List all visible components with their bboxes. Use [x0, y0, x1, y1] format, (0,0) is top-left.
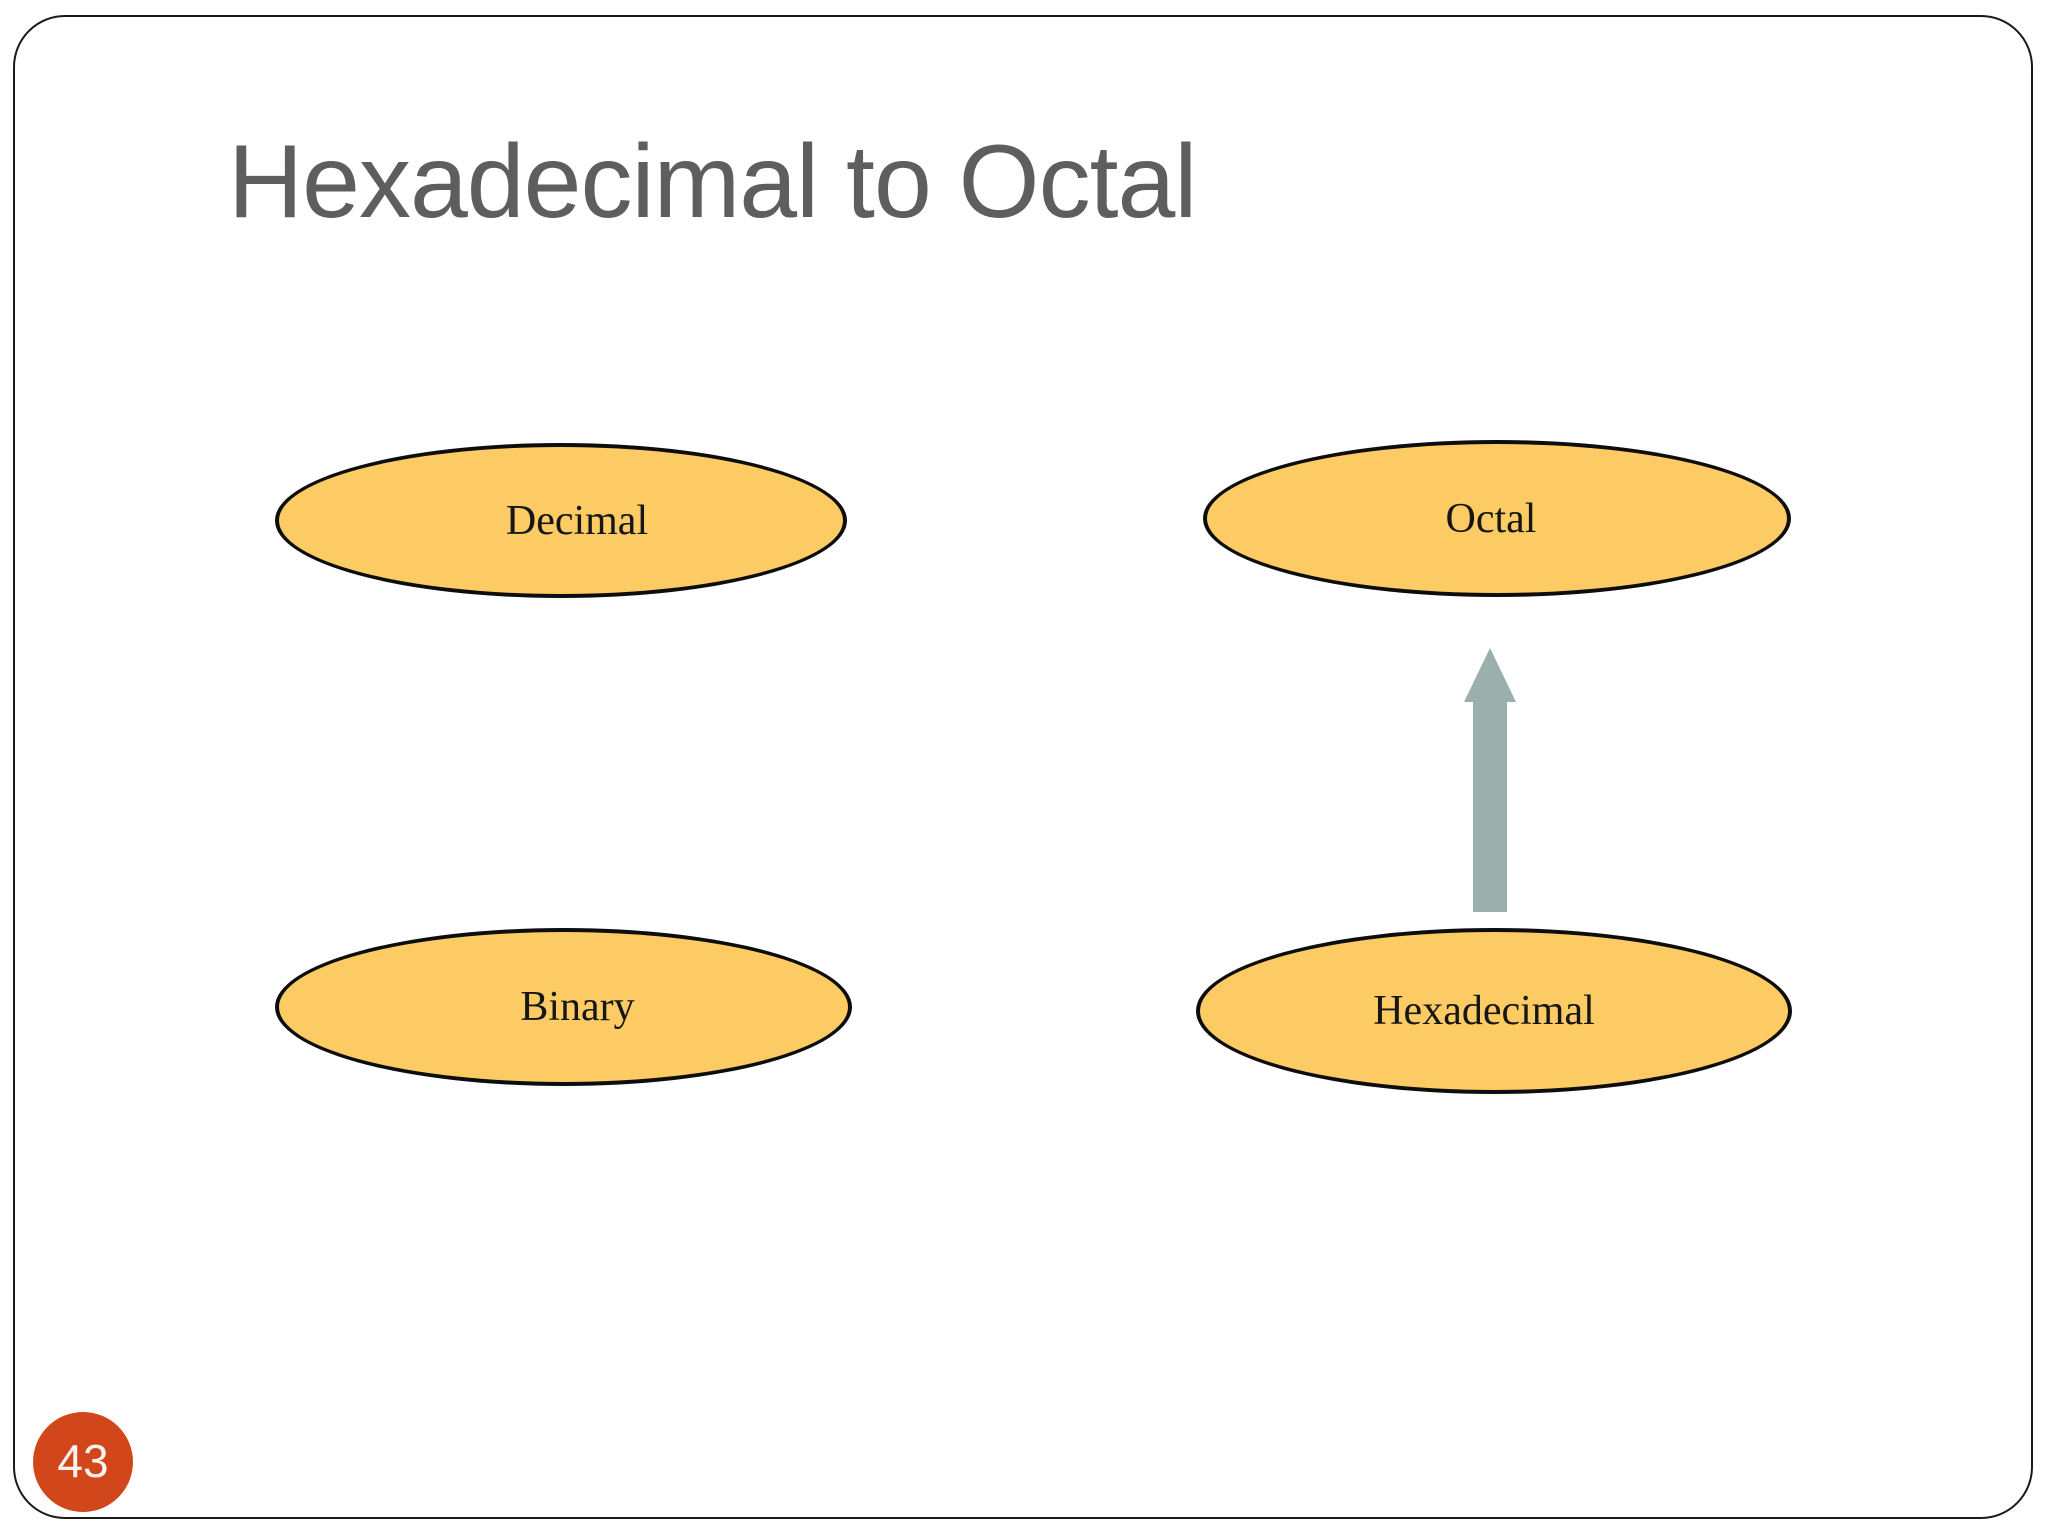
page-number-badge: 43	[33, 1412, 133, 1512]
node-binary[interactable]: Binary	[275, 928, 852, 1086]
node-decimal-label: Decimal	[505, 497, 649, 544]
arrowhead-up-icon	[1464, 648, 1516, 702]
node-binary-label: Binary	[520, 984, 635, 1030]
node-octal-label: Octal	[1445, 495, 1537, 542]
arrow-shaft	[1473, 698, 1507, 912]
node-hexadecimal[interactable]: Hexadecimal	[1196, 928, 1792, 1094]
node-hexadecimal-label: Hexadecimal	[1373, 988, 1595, 1034]
node-octal[interactable]: Octal	[1203, 440, 1791, 597]
arrow-hexadecimal-to-octal	[1420, 630, 1560, 930]
page-title: Hexadecimal to Octal	[228, 124, 1197, 240]
node-decimal[interactable]: Decimal	[275, 443, 847, 598]
page-number-text: 43	[57, 1435, 109, 1487]
